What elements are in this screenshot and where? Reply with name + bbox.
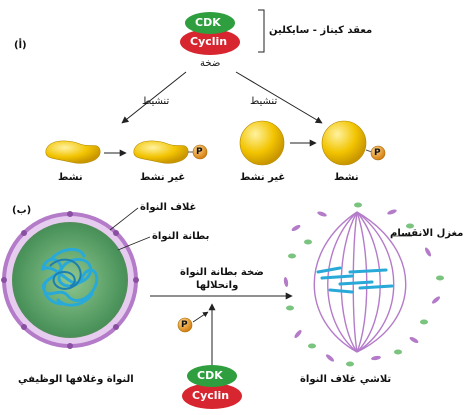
cdk-label-top: CDK bbox=[195, 16, 221, 29]
protein-left-before bbox=[45, 140, 101, 164]
cyclin-shape bbox=[180, 29, 240, 55]
protein-right-before bbox=[239, 120, 285, 166]
complex-bottom bbox=[182, 365, 242, 409]
protein-right-after bbox=[321, 120, 367, 166]
complex-bracket bbox=[258, 9, 265, 53]
leader-envelope bbox=[109, 207, 139, 231]
phosphate-bottom bbox=[177, 317, 193, 333]
panel-b-marker: (ب) bbox=[12, 205, 32, 216]
pump-label-2: وانحلالها bbox=[196, 280, 239, 291]
phosphate-right bbox=[370, 145, 386, 161]
left-before-label: نشط bbox=[58, 172, 83, 183]
phosphate-bottom-arrow bbox=[192, 311, 209, 323]
envelope-label: غلاف النواة bbox=[140, 202, 197, 213]
complex-caption: ضخة bbox=[200, 58, 221, 69]
cyclin-label-bottom: Cyclin bbox=[192, 389, 230, 402]
right-caption: تلاشي غلاف النواة bbox=[300, 374, 392, 385]
left-activation-label: تنشيط bbox=[142, 96, 170, 107]
left-caption: النواة وغلافها الوظيفي bbox=[18, 374, 134, 385]
arrow-left-activation bbox=[121, 71, 187, 124]
cyclin-label-top: Cyclin bbox=[190, 35, 228, 48]
right-before-label: غير نشط bbox=[240, 172, 286, 183]
phosphate-bottom-label: P bbox=[181, 320, 188, 330]
phosphate-left bbox=[192, 144, 208, 160]
complex-label: معقد كيناز - سايكلين bbox=[269, 25, 373, 36]
nucleus-intact bbox=[1, 211, 139, 349]
spindle-label: مغزل الانقسام bbox=[390, 228, 464, 239]
leader-lamina bbox=[117, 236, 151, 251]
cdk-shape bbox=[185, 12, 235, 34]
right-after-label: نشط bbox=[334, 172, 359, 183]
phosphate-right-label: P bbox=[374, 148, 381, 158]
complex-top bbox=[180, 12, 240, 55]
right-activation-label: تنشيط bbox=[250, 96, 278, 107]
chromatin bbox=[40, 248, 99, 307]
left-after-label: غير نشط bbox=[140, 172, 186, 183]
panel-a-marker: (أ) bbox=[14, 40, 27, 51]
cdk-label-bottom: CDK bbox=[197, 369, 223, 382]
chromosomes bbox=[316, 266, 394, 294]
lamina-label: بطانة النواة bbox=[152, 231, 210, 242]
protein-left-after bbox=[133, 140, 189, 164]
pump-label-1: ضخة بطانة النواة bbox=[180, 267, 264, 278]
arrow-right-activation bbox=[235, 71, 323, 124]
envelope-fragments bbox=[283, 202, 444, 367]
phosphate-left-label: P bbox=[196, 147, 203, 157]
